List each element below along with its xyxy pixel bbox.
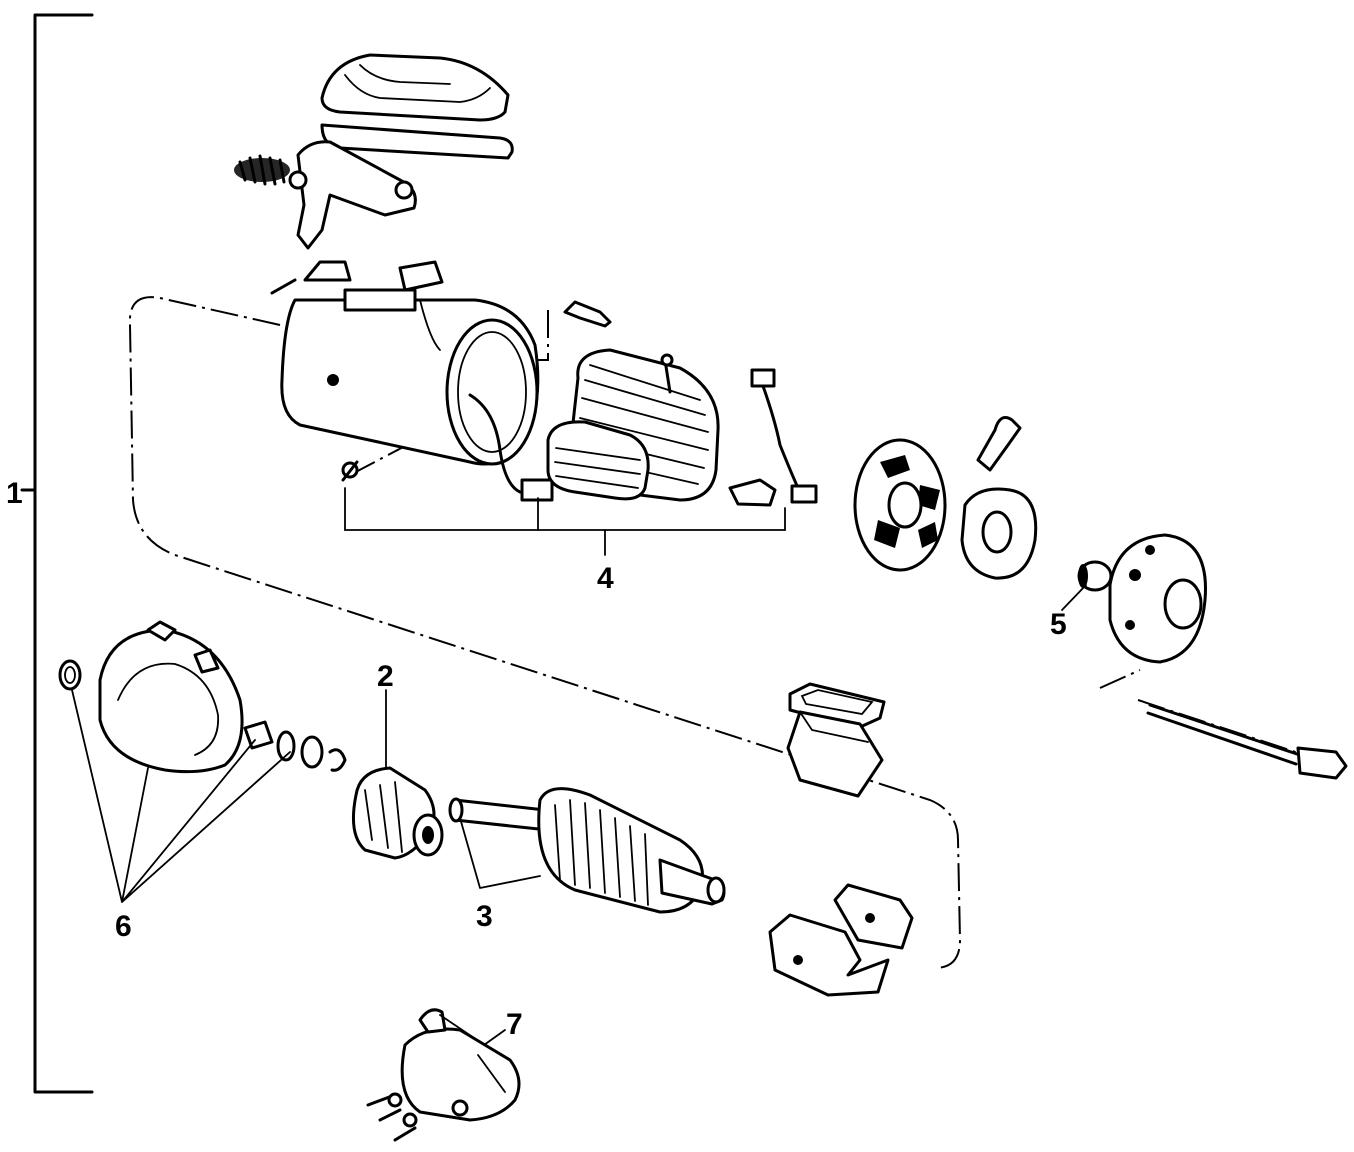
housing-gasket xyxy=(788,682,886,730)
drive-end-housing xyxy=(98,620,244,774)
brush-holder xyxy=(853,438,947,572)
callout-3: 3 xyxy=(476,900,493,933)
armature xyxy=(448,787,726,914)
callout-4: 4 xyxy=(597,562,614,595)
field-coils xyxy=(546,348,720,502)
callout-5: 5 xyxy=(1050,608,1067,641)
mounting-bracket xyxy=(768,883,914,997)
through-bolt xyxy=(1146,703,1348,780)
assembly-bracket xyxy=(20,13,94,1094)
callout-6: 6 xyxy=(115,910,132,943)
drive-bushing xyxy=(58,659,82,691)
insulator-plate xyxy=(960,487,1038,580)
callout-1: 1 xyxy=(6,477,23,510)
seal-block xyxy=(786,710,884,798)
brush-lead-right xyxy=(728,368,818,507)
field-frame-housing xyxy=(280,260,540,466)
callout-7: 7 xyxy=(506,1008,523,1041)
top-cover xyxy=(320,53,514,160)
end-plate xyxy=(1108,533,1207,664)
callout-4-leader xyxy=(344,487,786,556)
brush-lead-left xyxy=(468,393,554,502)
thrust-washers xyxy=(276,730,347,772)
frame-screw xyxy=(341,460,359,482)
plunger-spring xyxy=(234,154,290,186)
starter-drive xyxy=(352,766,444,860)
brush-spring-clip xyxy=(976,416,1022,472)
callout-2: 2 xyxy=(377,660,394,693)
shift-lever xyxy=(288,140,417,250)
sleeve-bearing xyxy=(243,720,274,750)
leader-lines xyxy=(71,584,1087,1046)
bushing xyxy=(1077,560,1113,592)
roll-pin xyxy=(270,278,297,295)
solenoid xyxy=(366,1008,521,1142)
terminal-clip xyxy=(563,300,612,328)
assembly-path-line xyxy=(128,296,962,969)
